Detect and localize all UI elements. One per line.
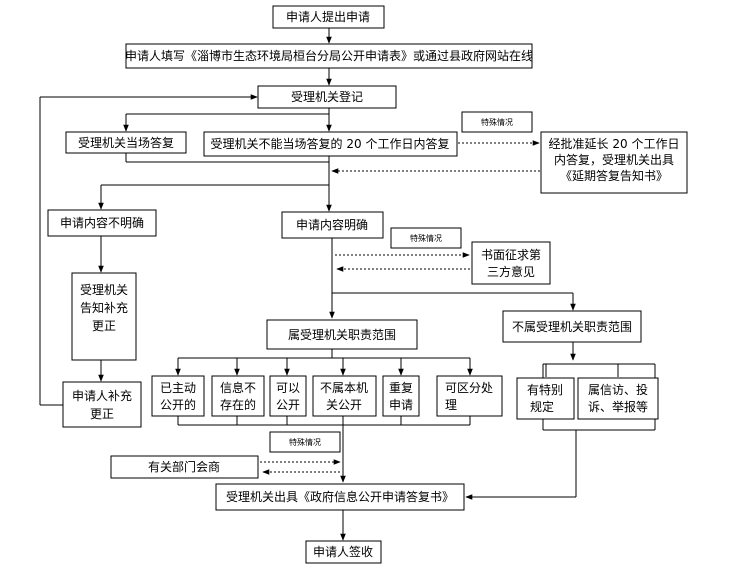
node-reply-onsite-text: 受理机关当场答复 xyxy=(78,135,174,150)
node-clear-text: 申请内容明确 xyxy=(296,217,368,232)
node-notify-correct-line3: 更正 xyxy=(92,319,116,333)
node-petition-line1: 属信访、投 xyxy=(588,382,648,397)
node-applicant-correct-line2: 更正 xyxy=(90,407,114,421)
node-in-scope-text: 属受理机关职责范围 xyxy=(288,328,396,342)
node-case-not-exist-line2: 存在的 xyxy=(220,397,256,412)
node-petition: 属信访、投 诉、举报等 xyxy=(577,377,659,420)
note-special-2-text: 特殊情况 xyxy=(410,233,442,243)
node-case-separable-line2: 理 xyxy=(445,398,457,412)
node-issue-reply: 受理机关出具《政府信息公开申请答复书》 xyxy=(215,483,465,511)
node-reply-onsite: 受理机关当场答复 xyxy=(65,131,187,154)
node-extension-line1: 经批准延长 20 个工作日 xyxy=(549,136,680,151)
node-case-repeat-line1: 重复 xyxy=(389,381,413,395)
node-applicant-correct-line1: 申请人补充 xyxy=(72,388,132,403)
note-special-1: 特殊情况 xyxy=(461,111,533,133)
node-consult: 有关部门会商 xyxy=(110,455,259,479)
node-unclear: 申请内容不明确 xyxy=(47,209,157,237)
node-register: 受理机关登记 xyxy=(257,85,397,109)
node-out-scope-text: 不属受理机关职责范围 xyxy=(512,320,632,334)
node-third-party-line2: 三方意见 xyxy=(487,264,535,279)
node-notify-correct-line2: 告知补充 xyxy=(80,300,128,315)
connectors xyxy=(39,28,656,541)
node-special-rule-line1: 有特别 xyxy=(527,382,563,397)
node-case-not-exist: 信息不 存在的 xyxy=(211,375,265,417)
node-case-not-this-org-line2: 关公开 xyxy=(326,398,362,412)
node-special-rule: 有特别 规定 xyxy=(516,377,575,420)
node-case-repeat: 重复 申请 xyxy=(382,375,420,417)
node-fill-form: 申请人填写《淄博市生态环境局桓台分局公开申请表》或通过县政府网站在线 xyxy=(125,43,533,69)
node-case-can-publish-line2: 公开 xyxy=(276,398,300,412)
node-case-can-publish: 可以 公开 xyxy=(269,375,307,417)
node-case-separable-line1: 可区分处 xyxy=(445,381,493,395)
node-notify-correct-line1: 受理机关 xyxy=(80,283,128,297)
node-out-scope: 不属受理机关职责范围 xyxy=(502,310,642,343)
node-extension-line2: 内答复，受理机关出具 xyxy=(554,152,674,167)
node-third-party: 书面征求第 三方意见 xyxy=(471,241,551,285)
node-case-can-publish-line1: 可以 xyxy=(276,381,300,395)
node-case-separable: 可区分处 理 xyxy=(436,375,503,417)
node-extension: 经批准延长 20 个工作日 内答复，受理机关出具 《延期答复告知书》 xyxy=(540,131,688,194)
node-applicant-correct: 申请人补充 更正 xyxy=(62,381,142,428)
node-petition-line2: 诉、举报等 xyxy=(588,399,648,414)
node-reply-20days: 受理机关不能当场答复的 20 个工作日内答复 xyxy=(203,131,458,157)
node-special-rule-line2: 规定 xyxy=(530,399,554,414)
node-fill-form-text: 申请人填写《淄博市生态环境局桓台分局公开申请表》或通过县政府网站在线 xyxy=(125,48,533,63)
node-case-not-this-org-line1: 不属本机 xyxy=(320,381,368,395)
node-sign-text: 申请人签收 xyxy=(313,544,373,559)
node-notify-correct: 受理机关 告知补充 更正 xyxy=(71,272,137,361)
node-reply-20days-text: 受理机关不能当场答复的 20 个工作日内答复 xyxy=(211,136,450,151)
node-sign: 申请人签收 xyxy=(305,540,382,564)
node-unclear-text: 申请内容不明确 xyxy=(60,215,144,230)
node-clear: 申请内容明确 xyxy=(281,211,384,239)
node-case-not-exist-line1: 信息不 xyxy=(220,380,256,395)
node-case-published-line1: 已主动 xyxy=(160,381,196,395)
node-third-party-line1: 书面征求第 xyxy=(481,248,541,262)
node-issue-reply-text: 受理机关出具《政府信息公开申请答复书》 xyxy=(226,489,454,504)
node-extension-line3: 《延期答复告知书》 xyxy=(560,168,668,183)
node-register-text: 受理机关登记 xyxy=(291,89,363,104)
node-case-not-this-org: 不属本机 关公开 xyxy=(312,375,377,417)
node-apply: 申请人提出申请 xyxy=(272,5,385,29)
node-in-scope: 属受理机关职责范围 xyxy=(266,319,418,350)
note-special-3: 特殊情况 xyxy=(269,431,341,453)
node-apply-text: 申请人提出申请 xyxy=(286,9,370,24)
node-case-published-line2: 公开的 xyxy=(160,397,196,412)
note-special-2: 特殊情况 xyxy=(390,227,462,249)
node-consult-text: 有关部门会商 xyxy=(148,459,220,474)
note-special-1-text: 特殊情况 xyxy=(481,117,513,127)
note-special-3-text: 特殊情况 xyxy=(289,437,321,447)
node-case-published: 已主动 公开的 xyxy=(151,375,205,417)
node-case-repeat-line2: 申请 xyxy=(389,398,413,412)
